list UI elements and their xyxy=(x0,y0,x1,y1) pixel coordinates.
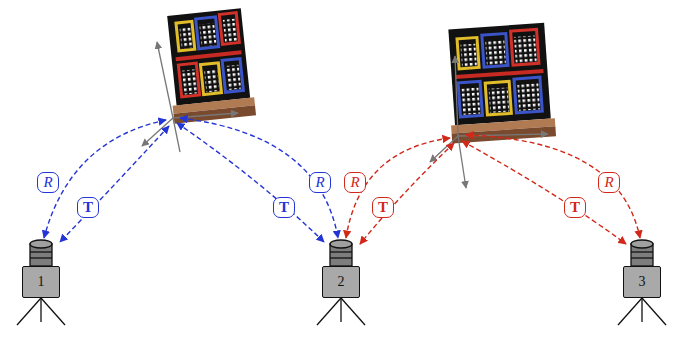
building-model xyxy=(163,8,256,124)
camera-illustration xyxy=(17,240,666,325)
building-model xyxy=(444,23,556,144)
symbol-text: T xyxy=(279,200,289,215)
rotation-label: R xyxy=(37,172,58,193)
camera-body: 1 xyxy=(22,266,60,298)
symbol-text: T xyxy=(570,200,580,215)
camera-body: 2 xyxy=(322,266,360,298)
transform-arrow xyxy=(44,118,640,244)
rotation-label: R xyxy=(309,172,330,193)
symbol-text: T xyxy=(378,200,388,215)
rotation-label: R xyxy=(344,172,365,193)
translation-label: T xyxy=(77,197,99,218)
symbol-text: R xyxy=(350,175,359,190)
camera-number: 1 xyxy=(38,275,45,289)
translation-label: T xyxy=(564,197,586,218)
camera-number: 2 xyxy=(338,275,345,289)
camera-body: 3 xyxy=(623,266,661,298)
symbol-text: T xyxy=(83,200,93,215)
symbol-text: R xyxy=(43,175,52,190)
translation-label: T xyxy=(372,197,394,218)
symbol-text: R xyxy=(604,175,613,190)
symbol-text: R xyxy=(315,175,324,190)
coordinate-axes xyxy=(142,42,548,188)
rotation-label: R xyxy=(598,172,619,193)
translation-label: T xyxy=(273,197,295,218)
camera-number: 3 xyxy=(639,275,646,289)
